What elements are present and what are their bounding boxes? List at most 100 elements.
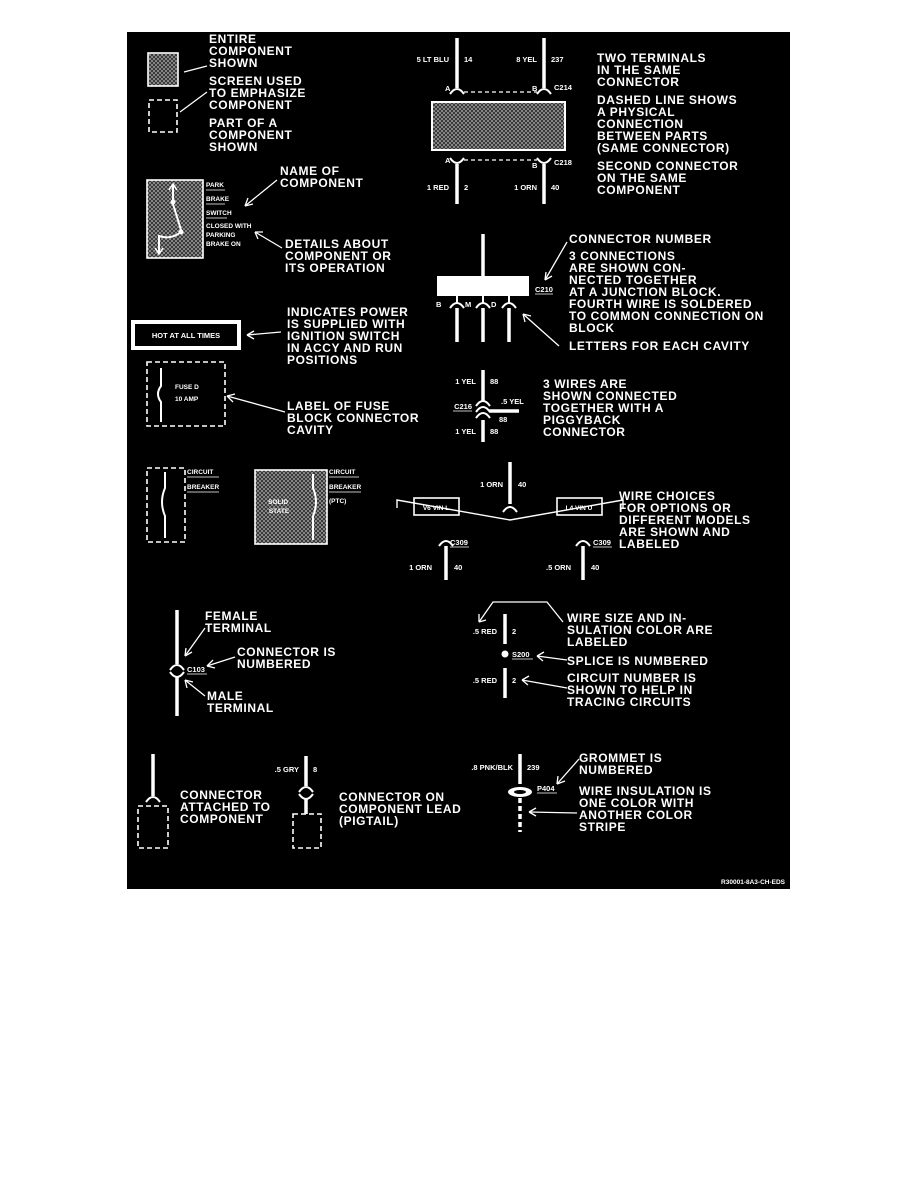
fuse-rating: 10 AMP [175, 396, 199, 403]
option-label: L4 VIN U [566, 505, 593, 512]
circuit-number-note: CIRCUIT NUMBER IS SHOWN TO HELP IN TRACI… [567, 671, 700, 709]
option-label: V6 VIN L [423, 505, 449, 512]
cavity-letter: B [532, 161, 538, 170]
piggyback-note: 3 WIRES ARE SHOWN CONNECTED TOGETHER WIT… [543, 377, 681, 439]
junction-block-symbol [437, 234, 529, 342]
circuit-label: 2 [512, 627, 516, 636]
name-arrow [244, 179, 278, 207]
circuit-breaker-symbol [146, 467, 186, 543]
connector-number: C218 [554, 158, 572, 167]
wire-label: 8 YEL [516, 55, 537, 64]
entire-arrow [183, 65, 208, 73]
wire-label: 5 LT BLU [417, 55, 449, 64]
circuit-label: 237 [551, 55, 564, 64]
cavity-letter: A [445, 156, 451, 165]
connector-number: C216 [454, 402, 472, 411]
connector-number: C210 [535, 285, 553, 294]
wire-choices-symbol [396, 462, 624, 580]
circuit-label: 40 [591, 563, 599, 572]
circuit-breaker-label: CIRCUIT BREAKER [187, 469, 219, 491]
solid-state-label: SOLID STATE [268, 499, 290, 515]
fuse-label-note: LABEL OF FUSE BLOCK CONNECTOR CAVITY [287, 399, 423, 437]
connector-number: C309 [450, 538, 468, 547]
wire-label: 1 ORN [514, 183, 537, 192]
connector-number-note: CONNECTOR NUMBER [569, 232, 712, 246]
connector-number: C103 [187, 665, 205, 674]
part-component-symbol [148, 99, 178, 133]
legend-diagram: ENTIRE COMPONENT SHOWN SCREEN USED TO EM… [131, 32, 786, 886]
cavity-letters-arrow [522, 313, 560, 347]
grommet-number: P404 [537, 784, 555, 793]
circuit-label: 40 [454, 563, 462, 572]
dashed-line-note: DASHED LINE SHOWS A PHYSICAL CONNECTION … [597, 93, 741, 155]
connector-number: C309 [593, 538, 611, 547]
park-brake-details: CLOSED WITH PARKING BRAKE ON [206, 223, 253, 248]
fuse-symbol [146, 361, 226, 427]
ptc-breaker-label: CIRCUIT BREAKER (PTC) [329, 469, 363, 505]
cavity-letters-note: LETTERS FOR EACH CAVITY [569, 339, 750, 353]
splice-arrow [536, 655, 568, 661]
cavity-letter: B [436, 300, 442, 309]
connector-number: C214 [554, 83, 573, 92]
circuit-label: 14 [464, 55, 473, 64]
two-terminal-connector [431, 38, 566, 204]
hot-at-all-times-label: HOT AT ALL TIMES [152, 331, 220, 340]
two-terminals-note: TWO TERMINALS IN THE SAME CONNECTOR [597, 51, 710, 89]
option-box-left [413, 497, 460, 516]
entire-note: ENTIRE COMPONENT SHOWN [209, 32, 296, 70]
connector-number-arrow [544, 241, 568, 281]
size-color-arrow [478, 601, 564, 623]
connector-number-arrow [206, 656, 236, 667]
connector-numbered-note: CONNECTOR IS NUMBERED [237, 645, 340, 671]
circuit-label: 40 [551, 183, 559, 192]
splice-note: SPLICE IS NUMBERED [567, 654, 708, 668]
details-arrow [254, 231, 283, 249]
wire-label: 1 YEL [455, 377, 476, 386]
second-connector-note: SECOND CONNECTOR ON THE SAME COMPONENT [597, 159, 742, 197]
name-of-component-note: NAME OF COMPONENT [280, 164, 363, 190]
grommet-arrow [556, 758, 580, 785]
power-arrow [246, 331, 282, 336]
fuse-arrow [226, 395, 286, 413]
screen-note: SCREEN USED TO EMPHASIZE COMPONENT [209, 74, 310, 112]
circuit-label: 88 [490, 377, 498, 386]
male-terminal-note: MALE TERMINAL [207, 689, 274, 715]
splice-number: S200 [512, 650, 530, 659]
wire-choices-note: WIRE CHOICES FOR OPTIONS OR DIFFERENT MO… [619, 489, 755, 551]
female-terminal-note: FEMALE TERMINAL [205, 609, 272, 635]
screen-arrow [179, 91, 208, 113]
park-brake-switch-symbol [146, 179, 204, 259]
wire-label: .5 ORN [546, 563, 571, 572]
grommet-note: GROMMET IS NUMBERED [579, 751, 666, 777]
junction-connections-note: 3 CONNECTIONS ARE SHOWN CON- NECTED TOGE… [569, 249, 768, 335]
stripe-note: WIRE INSULATION IS ONE COLOR WITH ANOTHE… [579, 784, 716, 834]
cavity-letter: D [491, 300, 497, 309]
circuit-label: 239 [527, 763, 540, 772]
wire-label: 1 ORN [480, 480, 503, 489]
circuit-label: 40 [518, 480, 526, 489]
pigtail-note: CONNECTOR ON COMPONENT LEAD (PIGTAIL) [339, 790, 465, 828]
details-note: DETAILS ABOUT COMPONENT OR ITS OPERATION [285, 237, 395, 275]
attached-connector-note: CONNECTOR ATTACHED TO COMPONENT [180, 788, 275, 826]
wire-label: .8 PNK/BLK [471, 763, 513, 772]
circuit-label: 8 [313, 765, 317, 774]
entire-component-symbol [147, 52, 179, 87]
attached-connector-symbol [137, 754, 169, 849]
cavity-letter: B [532, 84, 538, 93]
cavity-letter: A [445, 84, 451, 93]
stripe-arrow [528, 811, 578, 814]
cavity-letter: M [465, 300, 471, 309]
male-arrow [184, 679, 206, 697]
piggyback-connector-symbol [475, 370, 519, 442]
option-box-right [556, 497, 603, 516]
park-brake-name: PARK BRAKE SWITCH [206, 182, 232, 217]
circuit-label: 2 [464, 183, 468, 192]
grommet-symbol [508, 754, 532, 832]
power-note: INDICATES POWER IS SUPPLIED WITH IGNITIO… [287, 305, 412, 367]
pigtail-connector-symbol [292, 756, 322, 849]
fuse-name: FUSE D [175, 384, 199, 391]
wire-label: .5 RED [473, 627, 498, 636]
component-body [431, 101, 566, 151]
wire-label: .5 RED [473, 676, 498, 685]
figure-id: R30001-8A3-CH-EDS [721, 879, 786, 886]
